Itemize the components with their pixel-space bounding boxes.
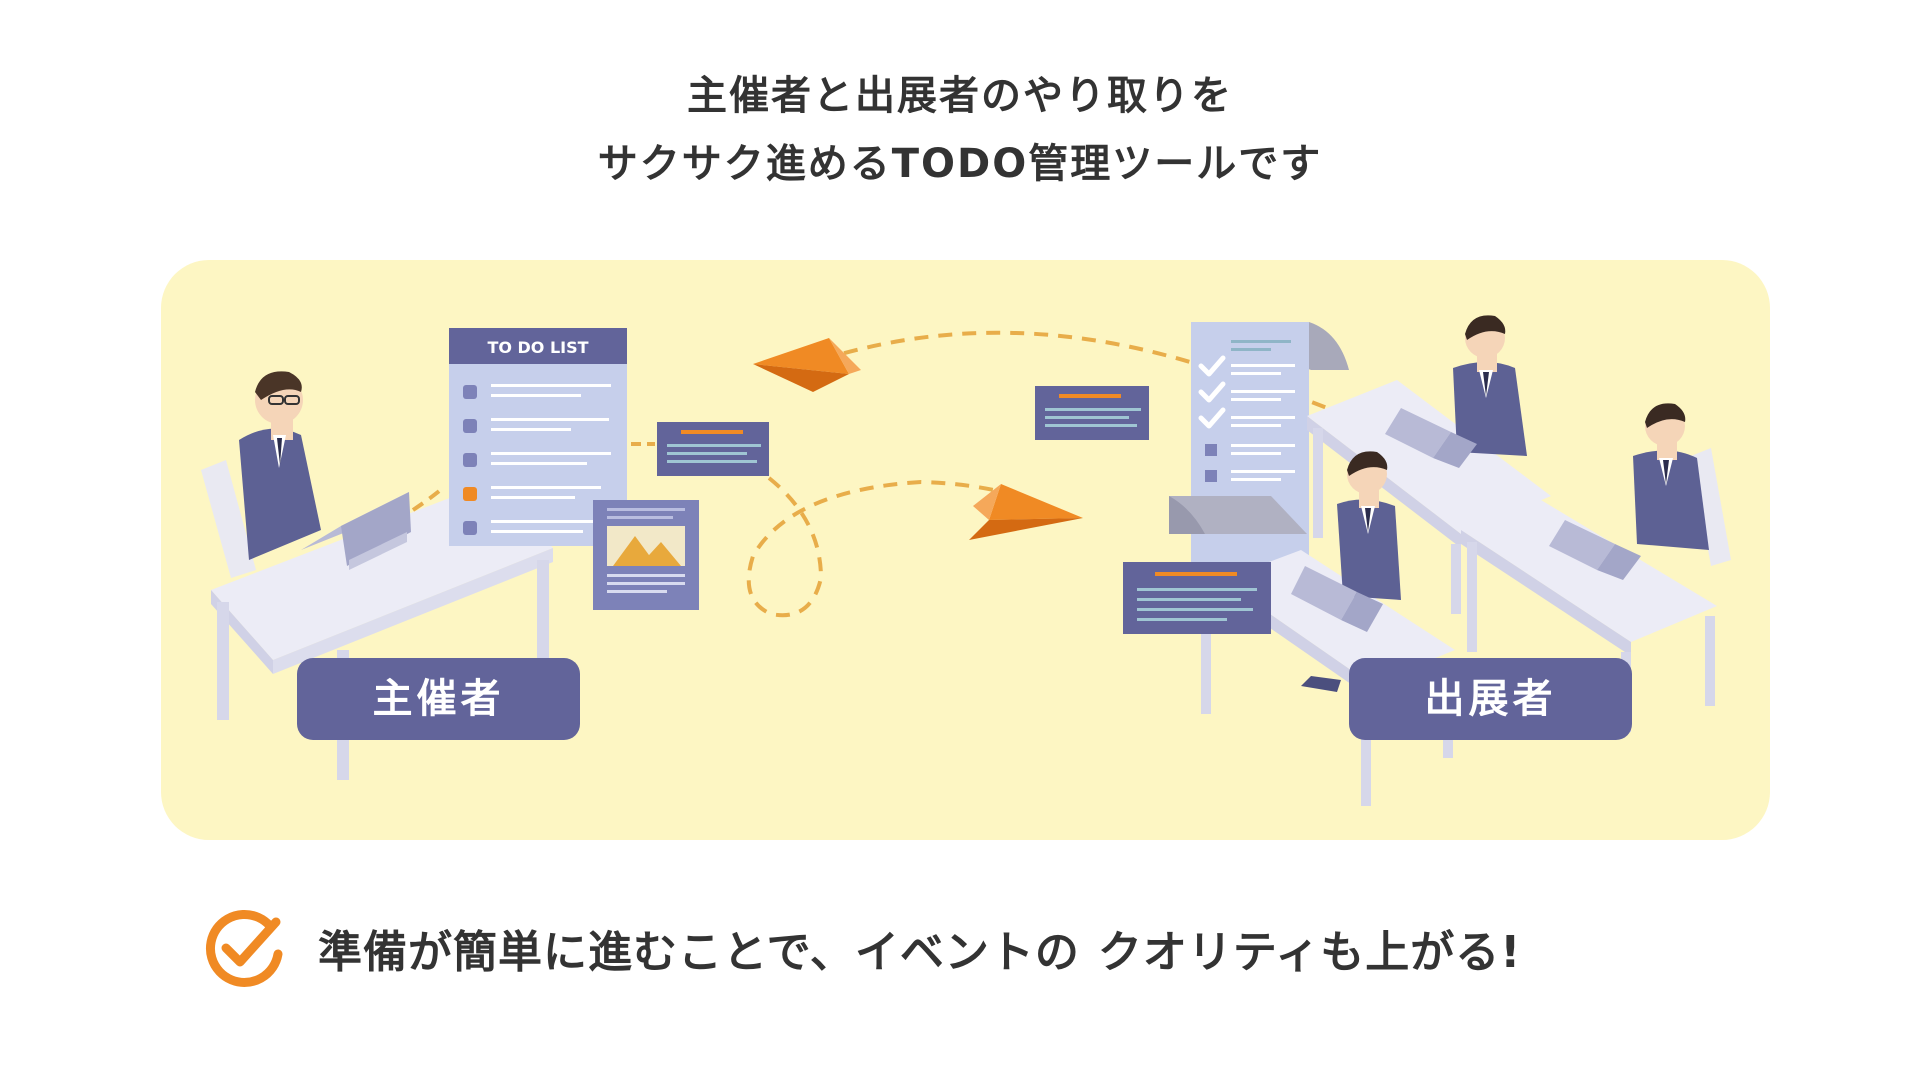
exhibitor-label: 出展者: [1349, 658, 1632, 740]
organizer-person: [239, 371, 321, 560]
check-circle-icon: [205, 909, 283, 987]
message-card-1: [657, 422, 769, 476]
headline-line-2: サクサク進めるTODO管理ツールです: [597, 141, 1323, 187]
illustration-svg: TO DO LIST: [201, 315, 1731, 806]
organizer-label: 主催者: [297, 658, 580, 740]
benefit-text: 準備が簡単に進むことで、イベントのクオリティも上がる!: [318, 916, 1530, 986]
organizer-chair: [201, 460, 256, 578]
paper-plane-left-icon: [753, 338, 861, 392]
benefit-text-highlight: クオリティも上がる!: [1097, 927, 1522, 978]
image-document: [593, 500, 699, 610]
exhibitor-person-back: [1453, 315, 1527, 456]
exhibitor-laptop-back-icon: [1385, 408, 1477, 468]
message-card-3: [1123, 562, 1271, 634]
exhibitor-laptop-front-icon: [1291, 566, 1383, 632]
benefit-highlight: クオリティも上がる!: [1091, 916, 1530, 986]
todo-list-title: TO DO LIST: [487, 338, 588, 357]
benefit-line: 準備が簡単に進むことで、イベントのクオリティも上がる!: [200, 900, 1530, 996]
exhibitor-person-front: [1301, 451, 1401, 692]
message-card-2: [1035, 386, 1149, 440]
checklist-scroll-document: [1169, 322, 1349, 584]
headline-line-1: 主催者と出展者のやり取りを: [687, 73, 1233, 119]
exhibitor-laptop-right-icon: [1549, 520, 1641, 580]
exhibitor-chair-right: [1691, 448, 1731, 566]
illustration-panel: TO DO LIST: [161, 260, 1770, 840]
exhibitor-person-right: [1633, 403, 1709, 550]
benefit-text-main: 準備が簡単に進むことで、イベントの: [318, 927, 1080, 978]
organizer-laptop-icon: [301, 492, 411, 570]
headline: 主催者と出展者のやり取りを サクサク進めるTODO管理ツールです: [0, 62, 1920, 198]
paper-plane-right-icon: [969, 484, 1083, 540]
